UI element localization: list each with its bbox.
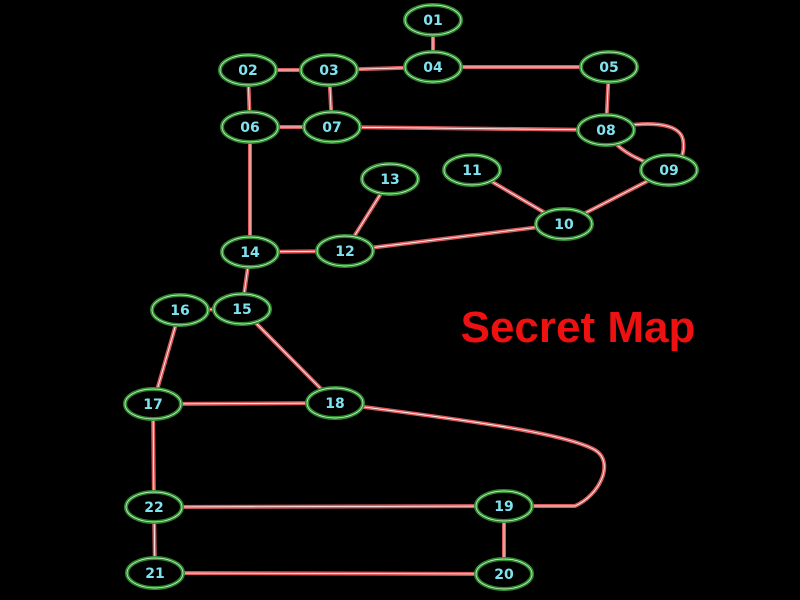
node-17[interactable]: 17: [123, 387, 183, 421]
node-09[interactable]: 09: [639, 153, 699, 187]
edge-18-19-highlight: [334, 402, 605, 507]
node-02[interactable]: 02: [218, 53, 278, 87]
map-title: Secret Map: [461, 303, 696, 352]
node-ring-highlight: [475, 558, 533, 590]
node-01[interactable]: 01: [403, 3, 463, 37]
node-11[interactable]: 11: [442, 153, 502, 187]
node-19[interactable]: 19: [474, 489, 534, 523]
node-ring-highlight: [475, 490, 533, 522]
node-label: 13: [380, 172, 399, 188]
node-label: 01: [423, 13, 442, 29]
node-label: 08: [596, 123, 615, 139]
edge-21-20-highlight: [154, 572, 505, 575]
edge-22-19-highlight: [153, 505, 505, 508]
node-ring-highlight: [126, 557, 184, 589]
node-ring-highlight: [443, 154, 501, 186]
node-ring-highlight: [640, 154, 698, 186]
node-label: 16: [170, 303, 189, 319]
node-20[interactable]: 20: [474, 557, 534, 591]
node-label: 04: [423, 60, 443, 76]
node-label: 18: [325, 396, 344, 412]
node-ring-highlight: [300, 54, 358, 86]
node-label: 20: [494, 567, 514, 583]
node-07[interactable]: 07: [302, 110, 362, 144]
node-ring-highlight: [221, 236, 279, 268]
node-ring-highlight: [535, 208, 593, 240]
node-label: 15: [232, 302, 251, 318]
node-label: 02: [238, 63, 257, 79]
node-ring-highlight: [303, 111, 361, 143]
edge-17-18-highlight: [152, 402, 336, 405]
node-18[interactable]: 18: [305, 386, 365, 420]
node-label: 09: [659, 163, 678, 179]
node-label: 22: [144, 500, 163, 516]
node-label: 10: [554, 217, 574, 233]
node-16[interactable]: 16: [150, 293, 210, 327]
edge-17-22-highlight: [152, 403, 155, 508]
nodes-layer: 01 02 03 04 05 06 07 08 09 10 11 12 13 14 15 16 17 18 19 20…: [123, 3, 699, 591]
node-15[interactable]: 15: [212, 292, 272, 326]
node-label: 19: [494, 499, 513, 515]
node-ring-highlight: [316, 235, 374, 267]
node-14[interactable]: 14: [220, 235, 280, 269]
node-ring-highlight: [221, 111, 279, 143]
node-label: 21: [145, 566, 164, 582]
node-ring-highlight: [361, 163, 419, 195]
node-13[interactable]: 13: [360, 162, 420, 196]
node-ring-highlight: [219, 54, 277, 86]
edge-10-12-highlight: [344, 223, 565, 252]
node-10[interactable]: 10: [534, 207, 594, 241]
node-label: 14: [240, 245, 260, 261]
node-label: 07: [322, 120, 341, 136]
edge-15-18-highlight: [241, 308, 336, 404]
node-21[interactable]: 21: [125, 556, 185, 590]
node-ring-highlight: [213, 293, 271, 325]
node-label: 03: [319, 63, 338, 79]
node-label: 12: [335, 244, 354, 260]
node-03[interactable]: 03: [299, 53, 359, 87]
node-ring-highlight: [404, 51, 462, 83]
edge-07-08-highlight: [331, 126, 607, 131]
node-label: 05: [599, 60, 618, 76]
node-label: 17: [143, 397, 162, 413]
node-05[interactable]: 05: [579, 50, 639, 84]
node-ring-highlight: [151, 294, 209, 326]
node-04[interactable]: 04: [403, 50, 463, 84]
node-ring-highlight: [404, 4, 462, 36]
node-ring-highlight: [124, 388, 182, 420]
node-ring-highlight: [125, 491, 183, 523]
node-ring-highlight: [306, 387, 364, 419]
node-ring-highlight: [577, 114, 635, 146]
node-label: 11: [462, 163, 481, 179]
node-22[interactable]: 22: [124, 490, 184, 524]
node-ring-highlight: [580, 51, 638, 83]
node-08[interactable]: 08: [576, 113, 636, 147]
node-12[interactable]: 12: [315, 234, 375, 268]
node-label: 06: [240, 120, 259, 136]
node-06[interactable]: 06: [220, 110, 280, 144]
